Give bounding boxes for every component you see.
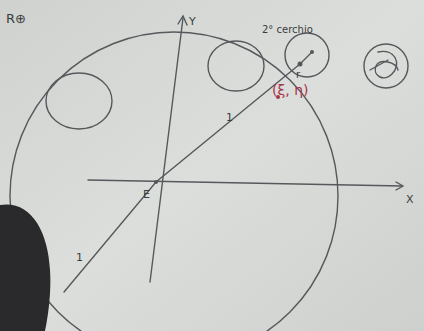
point [310, 50, 314, 54]
y-axis [150, 18, 183, 282]
small-circle [364, 44, 408, 88]
inner-radius [300, 52, 312, 64]
center-point [298, 62, 303, 67]
axis-label: X [406, 194, 414, 205]
small-circle [208, 41, 264, 91]
circle-label: 2° cerchio [262, 25, 313, 35]
radius-label: r [296, 70, 300, 80]
coordinate-label: (ξ, η) [272, 83, 309, 97]
axis-arrow [178, 16, 187, 25]
person-silhouette [0, 204, 50, 331]
radius-stroke [370, 60, 388, 70]
small-circle [46, 73, 112, 129]
length-label: 1 [76, 252, 83, 263]
axis-label: Y [189, 16, 196, 27]
radius-line [64, 64, 300, 292]
length-label: 1 [226, 112, 233, 123]
x-axis [88, 180, 402, 186]
origin-label: E [143, 189, 150, 200]
axis-arrow [396, 182, 403, 190]
origin-point [154, 180, 158, 184]
region-label: R⊕ [6, 12, 26, 25]
